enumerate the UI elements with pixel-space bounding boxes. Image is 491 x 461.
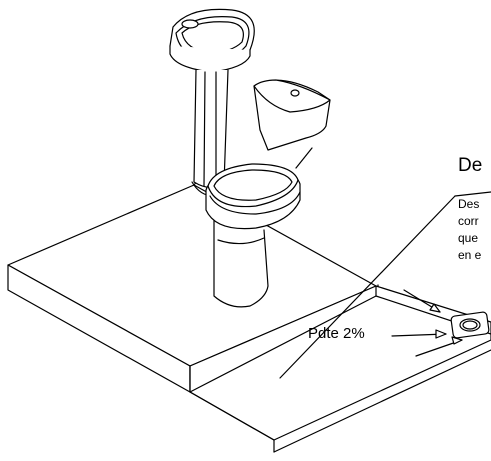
annotation-line-4: en e: [458, 248, 482, 262]
annotation-line-2: corr: [458, 214, 479, 228]
pedestal-sink: [169, 8, 255, 197]
annotation-line-1: Des: [458, 197, 479, 211]
annotation-title: De: [458, 155, 482, 176]
annotation-line-3: que: [458, 231, 478, 245]
slope-label: Pdte 2%: [308, 325, 365, 342]
toilet: [205, 79, 331, 308]
floor-drain-icon: [450, 311, 490, 339]
slope-arrows: [391, 289, 463, 357]
annotation-leader: [279, 191, 491, 379]
